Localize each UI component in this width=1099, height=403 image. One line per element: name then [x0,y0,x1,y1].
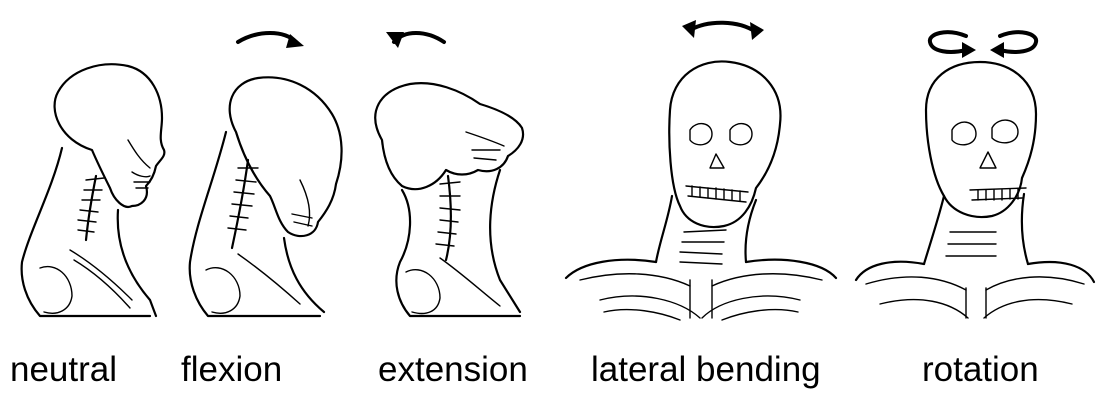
neutral-label: neutral [10,352,117,387]
lateral-bending-figure [566,20,836,320]
flexion-arrow-icon [238,33,296,42]
extension-figure [375,32,523,316]
flexion-label: flexion [181,352,282,387]
flexion-figure [190,33,342,316]
rotation-arrow-icon [930,32,1036,58]
lateral-bending-arrow-icon [690,23,756,32]
neutral-figure [22,64,165,316]
rotation-figure [856,32,1094,318]
extension-label: extension [378,352,528,387]
lateral-bending-label: lateral bending [591,352,821,387]
rotation-label: rotation [922,352,1039,387]
